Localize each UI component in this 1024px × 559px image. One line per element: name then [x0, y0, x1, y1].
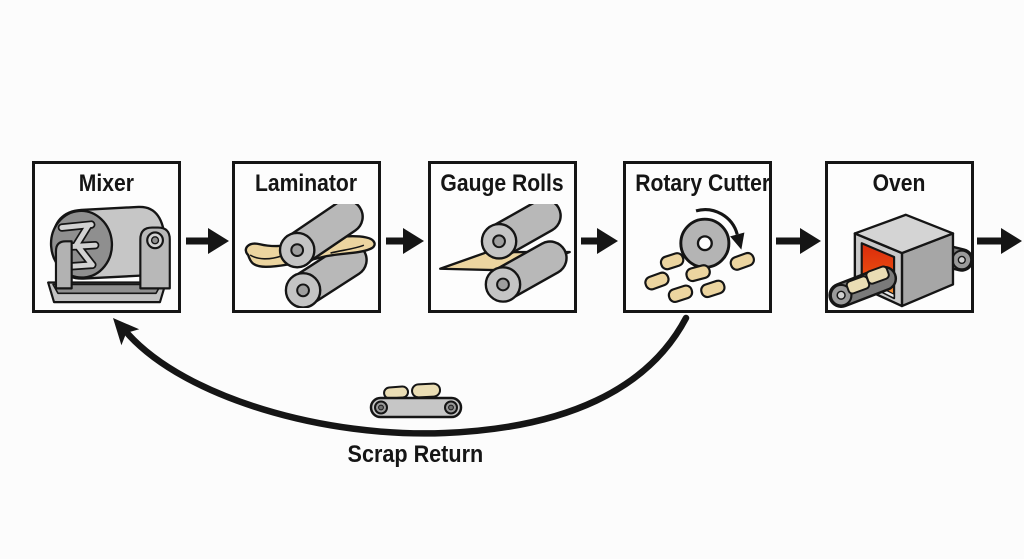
stage-label-rotary-cutter: Rotary Cutter — [635, 170, 771, 197]
stage-label-gauge-rolls: Gauge Rolls — [440, 170, 565, 197]
stage-rotary-cutter: Rotary Cutter — [623, 161, 772, 313]
mixer-icon — [47, 205, 171, 304]
flow-arrow-laminator-gauge-rolls — [386, 228, 424, 254]
rotary-cutter-icon — [644, 208, 755, 304]
flow-arrow-gauge-rolls-rotary-cutter — [581, 228, 618, 254]
flow-arrow-mixer-laminator — [186, 228, 229, 254]
stage-laminator: Laminator — [232, 161, 381, 313]
stage-label-mixer: Mixer — [78, 170, 135, 197]
laminator-icon — [244, 204, 376, 308]
flow-arrow-oven-exit — [977, 228, 1022, 254]
stage-oven: Oven — [825, 161, 974, 313]
stage-label-oven: Oven — [873, 170, 926, 197]
oven-icon — [828, 213, 971, 308]
gauge-rolls-icon — [439, 204, 571, 303]
stage-label-laminator: Laminator — [255, 170, 358, 197]
stage-gauge-rolls: Gauge Rolls — [428, 161, 577, 313]
rotation-arrow-icon — [695, 208, 739, 235]
stage-mixer: Mixer — [32, 161, 181, 313]
scrap-return-label: Scrap Return — [347, 441, 483, 468]
flow-arrow-rotary-cutter-oven — [776, 228, 821, 254]
scrap-conveyor-icon — [369, 382, 463, 419]
